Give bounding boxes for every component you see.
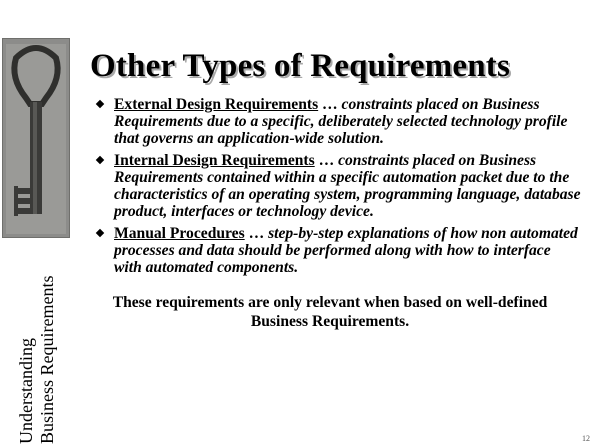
bullet-diamond-icon	[95, 99, 105, 109]
bullet-item-manual-procedures: Manual Procedures … step-by-step explana…	[95, 225, 582, 276]
side-title: Understanding Business Requirements	[4, 248, 70, 445]
slide-title: Other Types of Requirements	[90, 48, 511, 84]
bullet-item-internal-design: Internal Design Requirements … constrain…	[95, 152, 582, 220]
summary-box: These requirements are only relevant whe…	[108, 293, 552, 331]
bullet-item-external-design: External Design Requirements … constrain…	[95, 96, 582, 147]
page-number: 12	[582, 434, 590, 443]
left-band: Understanding Business Requirements	[0, 0, 72, 446]
side-title-line1: Understanding	[16, 338, 36, 444]
bullet-diamond-icon	[95, 228, 105, 238]
bullet-term: External Design Requirements	[114, 96, 319, 113]
bullet-separator: …	[244, 225, 269, 242]
side-title-line2: Business Requirements	[37, 275, 57, 445]
bullet-description: constraints placed on Business Requireme…	[114, 96, 568, 147]
summary-text: These requirements are only relevant whe…	[112, 294, 548, 330]
bullet-list: External Design Requirements … constrain…	[95, 96, 582, 281]
bullet-diamond-icon	[95, 155, 105, 165]
bullet-description: constraints placed on Business Requireme…	[114, 152, 581, 220]
bullet-separator: …	[318, 96, 342, 113]
key-icon	[2, 38, 70, 238]
bullet-separator: …	[314, 152, 339, 169]
bullet-term: Internal Design Requirements	[114, 152, 315, 169]
bullet-term: Manual Procedures	[114, 225, 245, 242]
bullet-description: step-by-step explanations of how non aut…	[114, 225, 578, 276]
